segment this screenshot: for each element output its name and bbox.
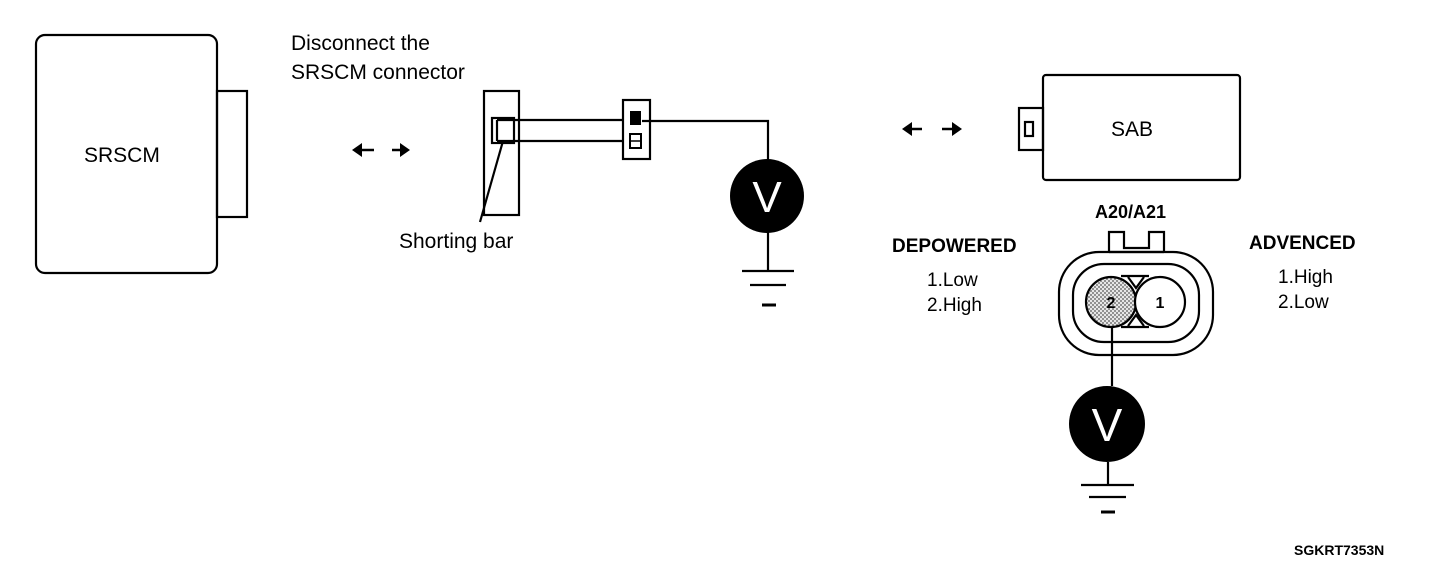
figure-code: SGKRT7353N [1294, 542, 1385, 558]
depowered-line2: 2.High [927, 295, 982, 316]
voltmeter-left [730, 159, 804, 233]
shorting-bar-leader [478, 140, 505, 223]
voltmeter-right [1069, 386, 1145, 462]
shorting-bar-housing [482, 89, 521, 217]
connector-latch [1107, 230, 1166, 252]
pin-divider-v2 [1127, 313, 1145, 327]
pin-2-label: 2 [1107, 295, 1116, 312]
srscm-label: SRSCM [84, 144, 160, 167]
sab-connector [1017, 106, 1045, 152]
connector-id-label: A20/A21 [1095, 202, 1167, 222]
srscm-connector [215, 89, 249, 219]
sab-connector-slot [1023, 120, 1035, 138]
disconnect-label-line2: SRSCM connector [291, 61, 465, 84]
arrow-left-pair [352, 143, 410, 157]
ground-symbol-left [742, 269, 794, 307]
sab-label: SAB [1111, 118, 1154, 141]
pin-divider-v [1127, 276, 1145, 290]
shorting-bar [490, 116, 516, 145]
probe-wire-left [642, 119, 770, 162]
advenced-line1: 1.High [1278, 267, 1333, 288]
pin-1-label: 1 [1156, 295, 1165, 312]
shorting-bar-label: Shorting bar [399, 230, 514, 253]
connector-face-inner [1071, 262, 1201, 344]
disconnect-label-line1: Disconnect the [291, 32, 430, 55]
pin-1 [1133, 275, 1187, 329]
ground-symbol-right [1081, 483, 1134, 514]
test-connector [621, 98, 652, 161]
voltmeter-left-symbol: V [752, 173, 782, 222]
depowered-title: DEPOWERED [892, 236, 1017, 257]
advenced-line2: 2.Low [1278, 292, 1329, 313]
test-terminal-top [630, 111, 641, 125]
depowered-line1: 1.Low [927, 270, 978, 291]
advenced-title: ADVENCED [1249, 233, 1356, 254]
arrow-right-pair [902, 122, 962, 136]
voltmeter-right-symbol: V [1092, 399, 1123, 451]
